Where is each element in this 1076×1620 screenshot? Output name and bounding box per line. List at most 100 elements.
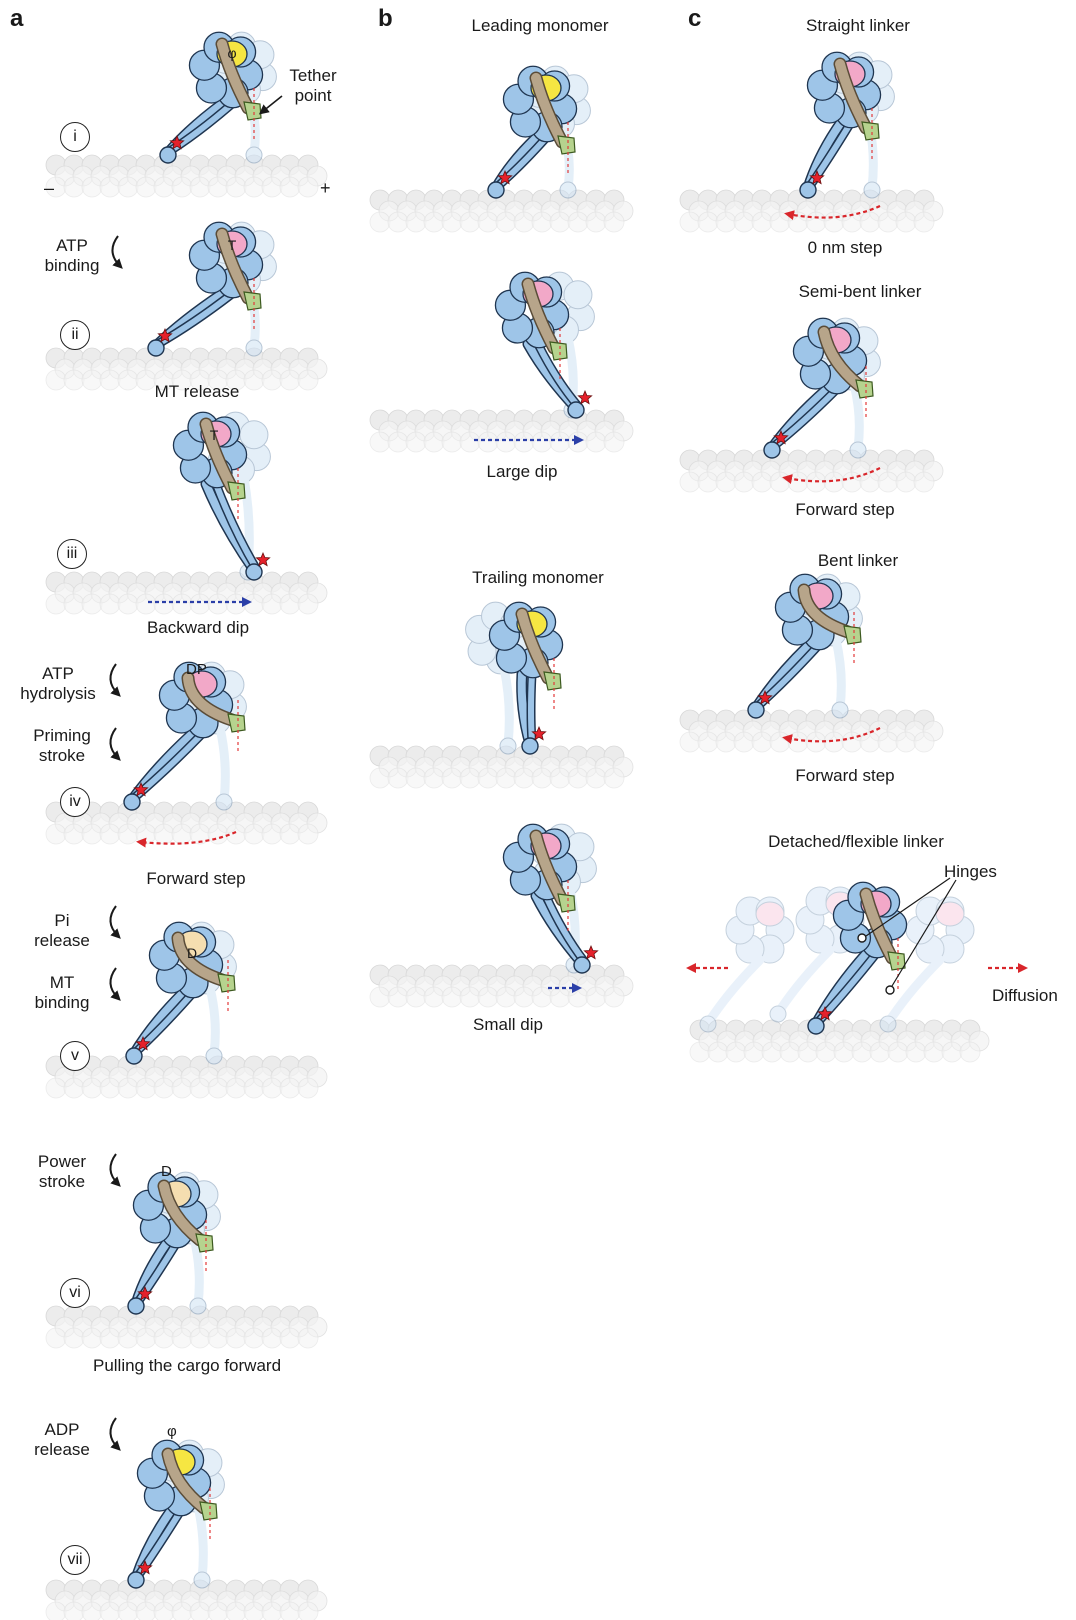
state-label-iv: iv xyxy=(60,787,90,817)
dp-label: DP xyxy=(186,660,207,680)
mtbd xyxy=(160,147,176,163)
tether-domain xyxy=(228,482,245,500)
microtubule-a-vii xyxy=(46,1580,327,1620)
microtubule-a-iii xyxy=(46,572,327,614)
motor-a-ii xyxy=(148,222,276,356)
tether-domain xyxy=(218,974,235,992)
partner-mtbd xyxy=(246,147,262,163)
motor-b-leading-1 xyxy=(488,66,590,198)
microtubule-c-3 xyxy=(680,710,943,752)
power-stroke-label: Power stroke xyxy=(38,1152,86,1192)
tether-domain xyxy=(244,292,261,310)
tether-domain xyxy=(558,136,575,154)
phi-label-vii: φ xyxy=(167,1422,177,1442)
mtbd xyxy=(246,564,262,580)
partner-mtbd xyxy=(194,1572,210,1588)
hinges-label: Hinges xyxy=(944,862,997,882)
atp-hydrolysis-label: ATP hydrolysis xyxy=(20,664,96,704)
partner-mtbd xyxy=(864,182,880,198)
bent-linker-title: Bent linker xyxy=(818,551,898,571)
nucleotide-symbol-a-iii: T xyxy=(210,427,219,443)
motor-a-vii xyxy=(128,1440,224,1588)
hinge-1 xyxy=(858,934,866,942)
forward-step-caption-a: Forward step xyxy=(146,869,245,889)
nucleotide-symbol-a-ii: T xyxy=(228,237,237,253)
state-label-vii: vii xyxy=(60,1545,90,1575)
microtubule-b-3 xyxy=(370,746,633,788)
zero-nm-step-caption: 0 nm step xyxy=(808,238,883,258)
forward-step-caption-c1: Forward step xyxy=(795,500,894,520)
motor-c-semi xyxy=(764,318,880,458)
tether-domain xyxy=(228,714,245,732)
motor-c-bent xyxy=(748,574,862,718)
atp-hydrolysis-arrow xyxy=(110,664,118,694)
mtbd xyxy=(568,402,584,418)
tether-domain xyxy=(244,102,261,120)
partner-mtbd xyxy=(832,702,848,718)
microtubule-a-i xyxy=(46,155,327,197)
mtbd xyxy=(574,957,590,973)
tether-point-label: Tether point xyxy=(289,66,336,106)
atp-binding-label: ATP binding xyxy=(45,236,100,276)
tether-domain xyxy=(558,894,575,912)
panel-label-a: a xyxy=(10,6,23,32)
motor-a-iii xyxy=(173,412,270,580)
tether-domain xyxy=(888,952,905,970)
minus-end-label: – xyxy=(44,178,54,198)
microtubule-a-vi xyxy=(46,1306,327,1348)
priming-stroke-label: Priming stroke xyxy=(33,726,91,766)
diffusion-label: Diffusion xyxy=(992,986,1058,1006)
mtbd xyxy=(488,182,504,198)
hinge-2 xyxy=(886,986,894,994)
motor-b-trailing-1 xyxy=(466,602,563,754)
microtubule-c-2 xyxy=(680,450,943,492)
state-label-ii: ii xyxy=(60,320,90,350)
mt-binding-arrow xyxy=(110,968,118,998)
adp-release-label: ADP release xyxy=(34,1420,90,1460)
microtubule-b-2 xyxy=(370,410,633,452)
pi-release-arrow xyxy=(110,906,118,936)
mtbd xyxy=(808,1018,824,1034)
mtbd xyxy=(128,1572,144,1588)
atp-binding-arrow xyxy=(112,236,120,266)
tether-domain xyxy=(844,626,861,644)
mtbd xyxy=(126,1048,142,1064)
partner-mtbd xyxy=(206,1048,222,1064)
motor-b-trailing-2 xyxy=(503,824,597,973)
plus-end-label: + xyxy=(320,178,331,198)
motor-a-vi xyxy=(128,1172,220,1314)
partner-mtbd xyxy=(190,1298,206,1314)
mtbd xyxy=(748,702,764,718)
motor-c-straight xyxy=(800,52,894,198)
forward-step-caption-c2: Forward step xyxy=(795,766,894,786)
partner-mtbd xyxy=(500,738,516,754)
pulling-cargo-caption: Pulling the cargo forward xyxy=(93,1356,281,1376)
power-stroke-arrow xyxy=(110,1154,118,1184)
trailing-monomer-title: Trailing monomer xyxy=(472,568,604,588)
mtbd xyxy=(124,794,140,810)
nucleotide-symbol-a-i: φ xyxy=(227,45,236,61)
leading-monomer-title: Leading monomer xyxy=(471,16,608,36)
mt-binding-label: MT binding xyxy=(35,973,90,1013)
tether-domain xyxy=(544,672,561,690)
backward-dip-caption: Backward dip xyxy=(147,618,249,638)
mtbd xyxy=(128,1298,144,1314)
mtbd xyxy=(800,182,816,198)
mt-release-caption: MT release xyxy=(155,382,240,402)
panel-label-c: c xyxy=(688,6,701,32)
state-label-iii: iii xyxy=(57,539,87,569)
motor-a-v xyxy=(126,922,236,1064)
state-label-i: i xyxy=(60,122,90,152)
large-dip-caption: Large dip xyxy=(487,462,558,482)
partner-mtbd xyxy=(850,442,866,458)
partner-mtbd xyxy=(560,182,576,198)
tether-domain xyxy=(550,342,567,360)
tether-domain xyxy=(862,122,879,140)
straight-linker-title: Straight linker xyxy=(806,16,910,36)
adp-release-arrow xyxy=(110,1418,118,1448)
semi-bent-linker-title: Semi-bent linker xyxy=(799,282,922,302)
mtbd xyxy=(148,340,164,356)
state-label-v: v xyxy=(60,1041,90,1071)
